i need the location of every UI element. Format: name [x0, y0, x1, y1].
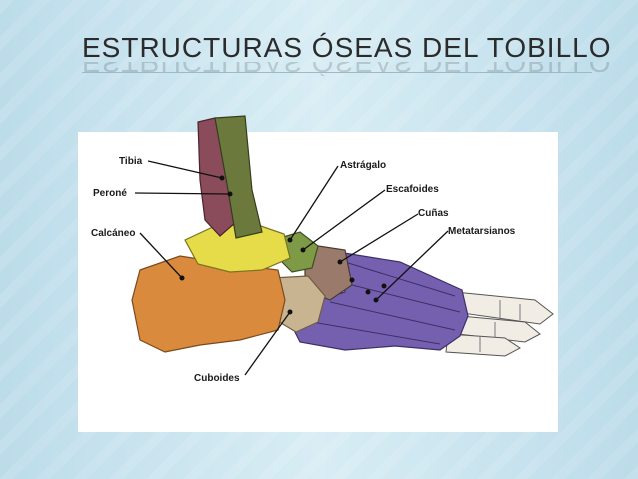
leader-dots	[179, 175, 387, 315]
label-perone: Peroné	[93, 188, 127, 199]
label-cunas: Cuñas	[418, 208, 449, 219]
label-cuboides: Cuboides	[194, 373, 240, 384]
title-divider	[82, 72, 592, 73]
label-astragalo: Astrágalo	[340, 160, 386, 171]
label-tibia: Tibia	[119, 156, 143, 167]
metatarsal-lines	[311, 261, 461, 345]
slide-title: ESTRUCTURAS ÓSEAS DEL TOBILLO	[82, 32, 612, 63]
leader-lines	[134, 160, 449, 376]
label-escafoides: Escafoides	[386, 184, 439, 195]
phalanges-bones	[445, 291, 554, 357]
label-calcaneo: Calcáneo	[91, 228, 135, 239]
label-metatarsianos: Metatarsianos	[448, 226, 516, 237]
tibia-bone	[214, 115, 263, 239]
